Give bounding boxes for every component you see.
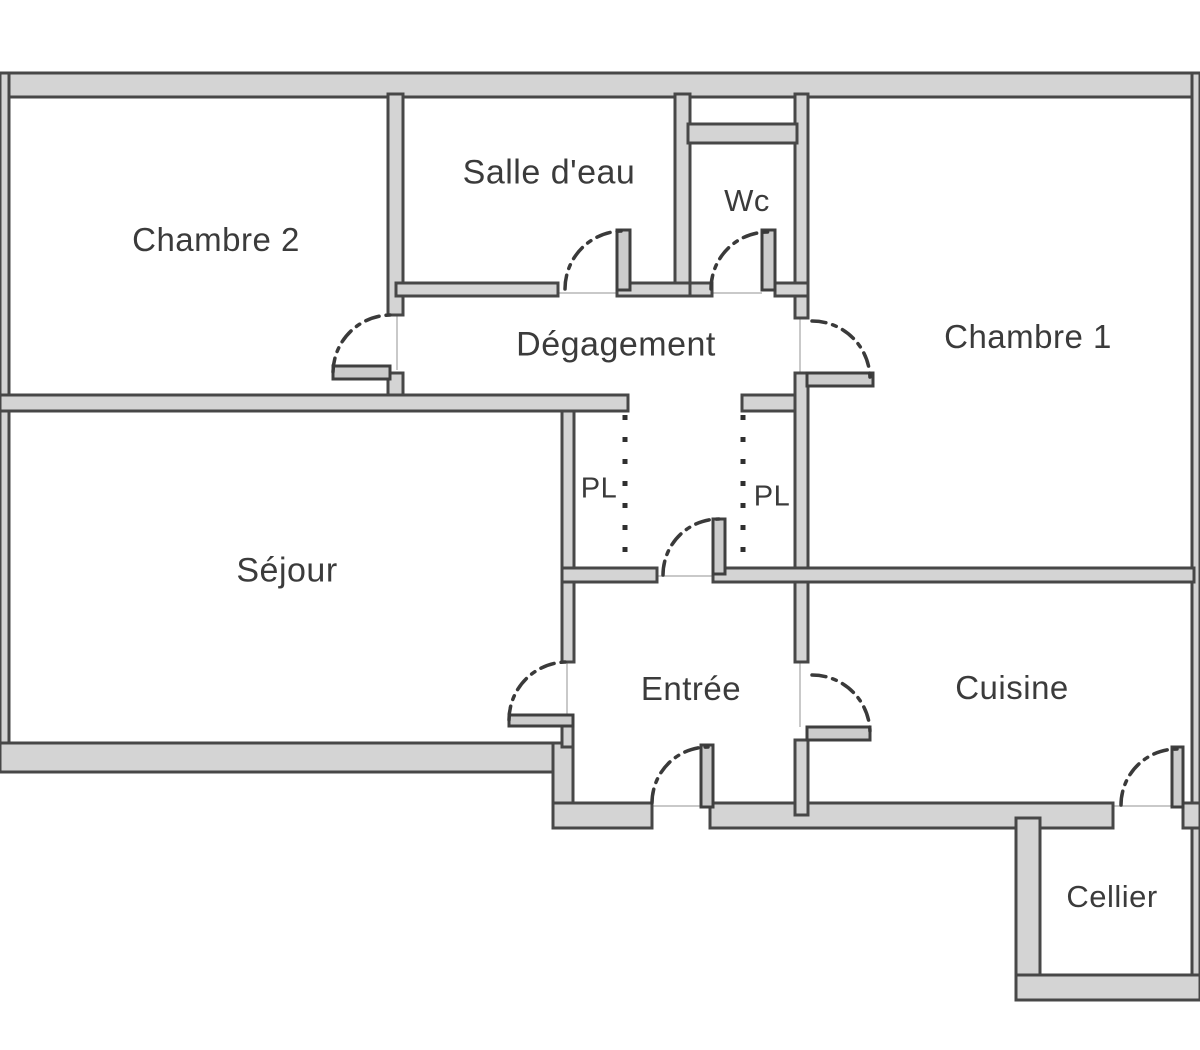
room-label-entree: Entrée	[640, 670, 742, 707]
salle-deau-door-arc	[563, 229, 625, 291]
wc-door-leaf	[760, 228, 777, 292]
wall-pl-left-bottom	[560, 566, 659, 584]
chambre2-door-leaf	[331, 364, 392, 381]
room-label-cuisine: Cuisine	[955, 669, 1069, 706]
wall-cellier-left	[1014, 816, 1042, 1002]
door-thresholds	[396, 292, 1172, 807]
entrance-door-leaf	[699, 743, 715, 809]
chambre2-door-arc	[331, 313, 393, 374]
room-label-chambre2: Chambre 2	[132, 221, 300, 258]
cellier-door-leaf	[1170, 745, 1185, 809]
wall-cellier-bottom	[1014, 973, 1200, 1002]
room-label-degagement: Dégagement	[516, 325, 716, 364]
wall-salle-deau-bottom-left	[394, 281, 560, 298]
door-arcs	[331, 229, 1179, 807]
room-label-sejour: Séjour	[236, 551, 338, 590]
wall-chambre2-salle-deau	[386, 92, 405, 317]
door-leaves	[331, 228, 1185, 809]
closet-fronts	[622, 415, 746, 566]
wall-sejour-right-lower-stub	[560, 723, 575, 749]
room-label-cellier: Cellier	[1066, 879, 1158, 914]
room-label-wc: Wc	[724, 183, 770, 218]
wall-shaft-divider	[686, 122, 799, 145]
wall-entree-cuisine-lower	[793, 738, 810, 817]
wall-chambre2-sejour-degagement	[0, 393, 630, 413]
wall-sejour-right	[560, 408, 576, 664]
wall-chambre1-cuisine	[711, 566, 1196, 584]
wc-door-arc	[709, 230, 770, 291]
wall-degagement-chambre1	[793, 371, 810, 664]
wall-bottom-right-segment	[1181, 801, 1200, 830]
cuisine-door-leaf	[805, 725, 872, 742]
degagement-entree-door-leaf	[711, 517, 727, 576]
chambre1-door-leaf	[805, 371, 875, 388]
chambre1-door-arc	[810, 319, 872, 381]
wall-outer-top	[0, 71, 1200, 99]
wall-entree-bottom-left	[551, 801, 654, 830]
walls	[0, 71, 1200, 1002]
degagement-entree-door-arc	[661, 517, 721, 577]
wall-outer-right	[1190, 71, 1200, 1002]
room-label-pl-right: PL	[753, 480, 791, 513]
sejour-door-arc	[507, 660, 569, 722]
room-label-pl-left: PL	[580, 472, 618, 505]
wall-outer-left	[0, 71, 11, 774]
room-label-chambre1: Chambre 1	[944, 318, 1112, 355]
wall-entree-cuisine-bottom	[708, 801, 1115, 830]
wall-wc-chambre1	[793, 92, 810, 320]
cellier-door-arc	[1119, 747, 1179, 807]
wall-wc-bottom-left	[688, 281, 714, 298]
entrance-door-arc	[650, 745, 710, 805]
wall-pl-right-top	[740, 393, 797, 413]
salle-deau-door-leaf	[615, 228, 632, 292]
sejour-door-leaf	[507, 713, 575, 728]
cuisine-door-arc	[810, 673, 872, 735]
wall-wc-bottom-right	[773, 281, 810, 298]
wall-sejour-bottom	[0, 741, 567, 774]
room-label-salle-deau: Salle d'eau	[462, 153, 636, 192]
